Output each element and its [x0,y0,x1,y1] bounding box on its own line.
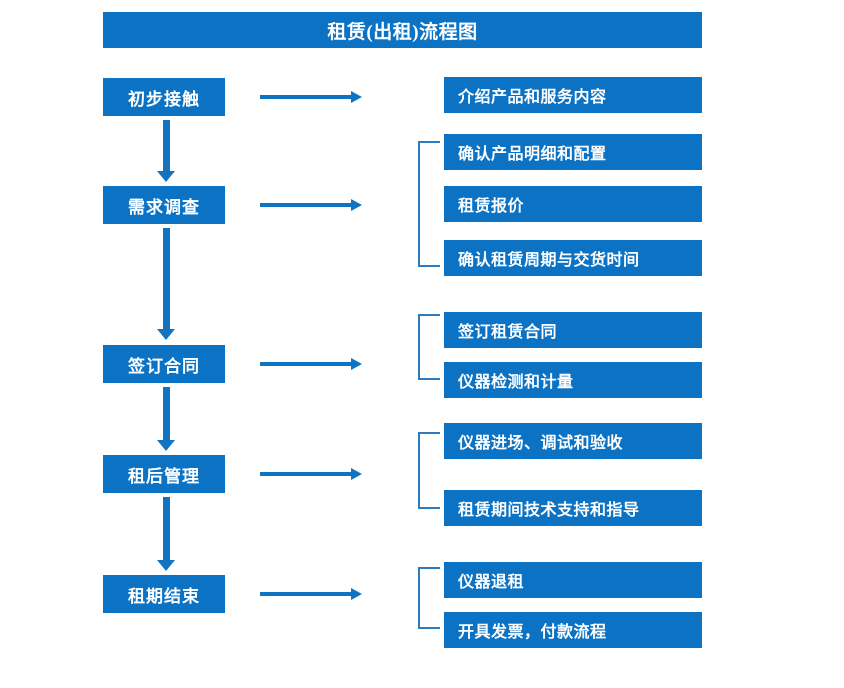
group-bracket-4 [418,432,440,509]
vertical-arrow-icon-3 [157,387,175,451]
task-box-confirm-period[interactable]: 确认租赁周期与交货时间 [444,240,702,276]
vertical-arrow-icon-2 [157,228,175,340]
diagram-title: 租赁(出租)流程图 [103,12,702,48]
horizontal-arrow-icon-1 [260,91,362,103]
horizontal-arrow-icon-3 [260,358,362,370]
task-box-technical-support[interactable]: 租赁期间技术支持和指导 [444,490,702,526]
group-bracket-3 [418,314,440,380]
stage-box-post-rental-mgmt[interactable]: 租后管理 [103,455,225,493]
horizontal-arrow-icon-4 [260,468,362,480]
task-box-confirm-product-spec[interactable]: 确认产品明细和配置 [444,134,702,170]
task-box-rental-quotation[interactable]: 租赁报价 [444,186,702,222]
task-box-instrument-return[interactable]: 仪器退租 [444,562,702,598]
group-bracket-2 [418,141,440,267]
vertical-arrow-icon-1 [157,120,175,182]
stage-box-sign-contract[interactable]: 签订合同 [103,345,225,383]
vertical-arrow-icon-4 [157,497,175,571]
task-box-instrument-calibrate[interactable]: 仪器检测和计量 [444,362,702,398]
task-box-introduce-products[interactable]: 介绍产品和服务内容 [444,77,702,113]
group-bracket-5 [418,567,440,629]
task-box-instrument-install[interactable]: 仪器进场、调试和验收 [444,423,702,459]
task-box-sign-rental-contract[interactable]: 签订租赁合同 [444,312,702,348]
horizontal-arrow-icon-5 [260,588,362,600]
stage-box-initial-contact[interactable]: 初步接触 [103,78,225,116]
stage-box-needs-survey[interactable]: 需求调查 [103,186,225,224]
stage-box-rental-end[interactable]: 租期结束 [103,575,225,613]
task-box-invoice-payment[interactable]: 开具发票，付款流程 [444,612,702,648]
horizontal-arrow-icon-2 [260,199,362,211]
